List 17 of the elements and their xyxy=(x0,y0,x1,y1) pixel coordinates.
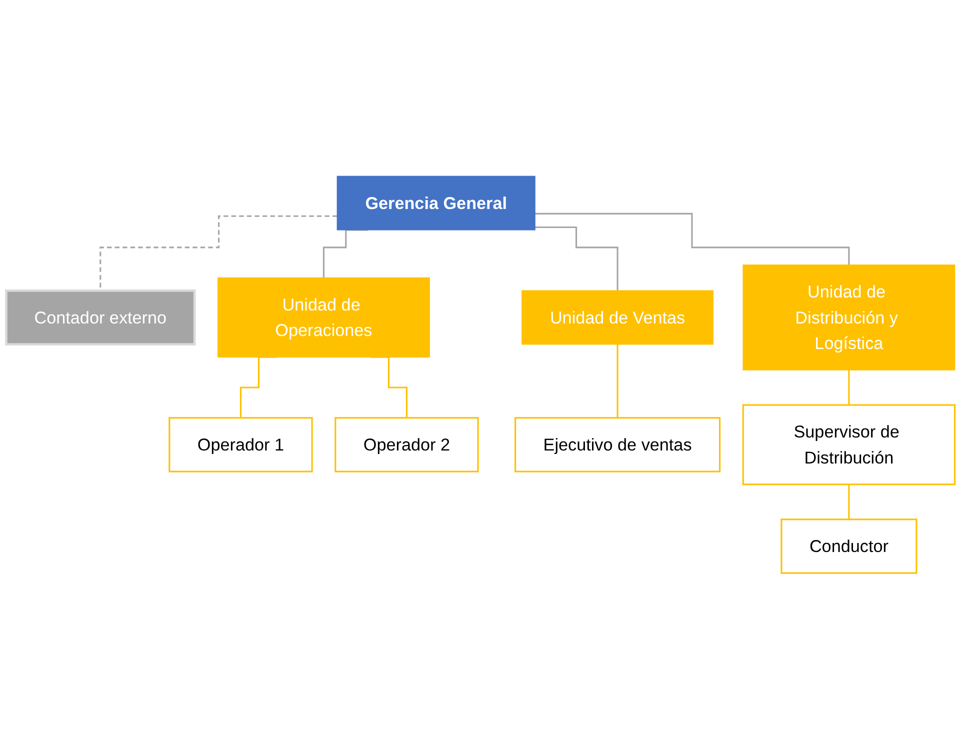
connector xyxy=(848,483,850,520)
node-box: Unidad de Ventas xyxy=(522,290,714,345)
connector xyxy=(240,356,277,418)
connector xyxy=(535,212,850,266)
connector xyxy=(616,343,618,418)
node-box: Operador 2 xyxy=(334,416,479,472)
connector xyxy=(535,226,618,292)
node-box: Conductor xyxy=(780,518,918,574)
node-box: Supervisor de Distribución xyxy=(742,404,956,485)
connector xyxy=(848,369,850,406)
node-box: Unidad de Operaciones xyxy=(218,277,430,358)
node-box: Unidad de Distribución y Logística xyxy=(742,264,956,370)
node-box: Operador 1 xyxy=(168,416,313,472)
connector xyxy=(370,356,408,418)
node-box: Gerencia General xyxy=(336,176,536,230)
node-box: Ejecutivo de ventas xyxy=(514,416,721,472)
node-box: Contador externo xyxy=(5,289,196,346)
